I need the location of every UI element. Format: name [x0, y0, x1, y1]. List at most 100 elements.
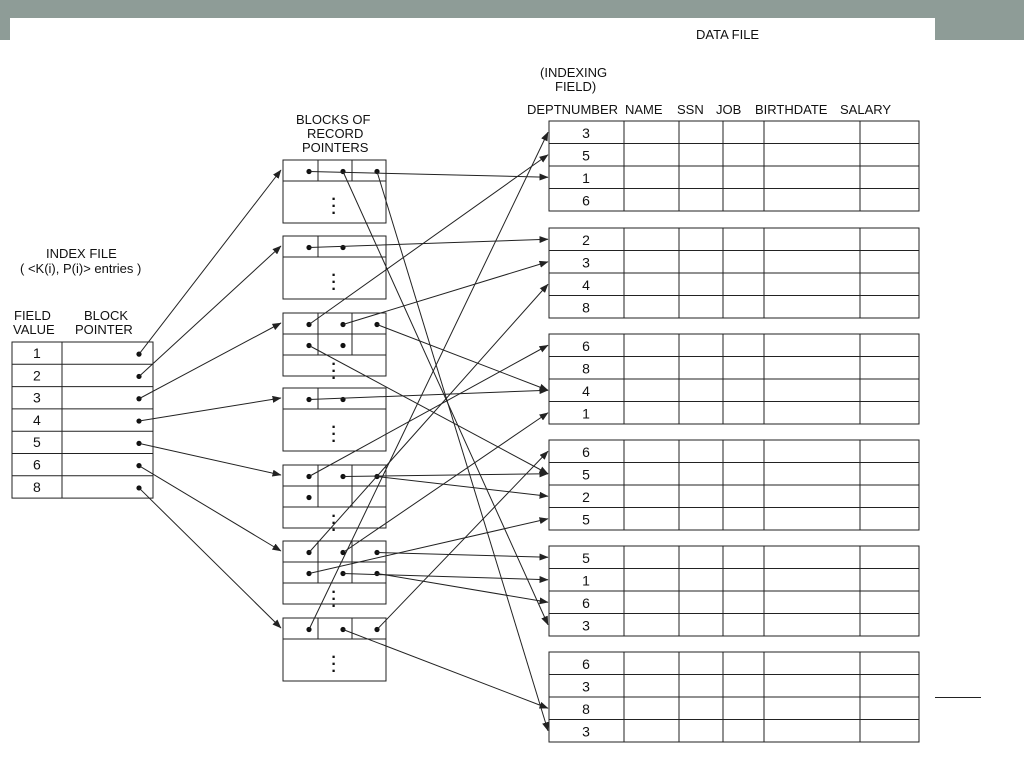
- index-to-block-arrow: [138, 465, 282, 552]
- field-value-header-2: VALUE: [13, 322, 55, 337]
- column-header-salary: SALARY: [840, 102, 891, 117]
- pointer-block: [282, 464, 387, 529]
- index-to-block-arrow: [138, 395, 282, 422]
- dept-number-cell: 8: [582, 361, 590, 377]
- ellipsis-dot: ·: [331, 433, 336, 450]
- pointer-block: [282, 540, 387, 605]
- ellipsis-dot: ·: [331, 191, 336, 208]
- page-sheet: [10, 18, 935, 44]
- ellipsis-dot: ·: [331, 584, 336, 601]
- dept-number-cell: 1: [582, 573, 590, 589]
- index-file-table: [11, 341, 154, 499]
- index-to-block-arrow: [138, 245, 282, 377]
- index-field-value: 5: [33, 434, 41, 450]
- dept-number-cell: 6: [582, 444, 590, 460]
- data-file-title: DATA FILE: [696, 27, 759, 42]
- pointer-block: [282, 159, 387, 224]
- pointer-block: [282, 617, 387, 682]
- record-pointer-arrow: [308, 345, 549, 475]
- record-pointer-arrow: [342, 260, 549, 325]
- dept-number-cell: 3: [582, 125, 590, 141]
- blocks-label: BLOCKS OF: [296, 112, 370, 127]
- index-file-title: INDEX FILE: [46, 246, 117, 261]
- record-pointer-dot: [340, 244, 346, 251]
- record-pointer-arrow: [308, 517, 549, 574]
- dept-number-cell: 5: [582, 512, 590, 528]
- ellipsis-dot: ·: [331, 198, 336, 215]
- dept-number-cell: 1: [582, 406, 590, 422]
- dept-number-cell: 4: [582, 277, 590, 293]
- index-to-block-arrow: [138, 442, 282, 477]
- dept-number-cell: 6: [582, 338, 590, 354]
- ellipsis-dot: ·: [331, 598, 336, 615]
- dept-number-cell: 2: [582, 232, 590, 248]
- ellipsis-dot: ·: [331, 281, 336, 298]
- dept-number-cell: 3: [582, 724, 590, 740]
- record-pointer-arrow: [308, 154, 549, 325]
- ellipsis-dot: ·: [331, 274, 336, 291]
- record-pointer-arrow: [376, 171, 549, 732]
- record-pointer-arrow: [342, 470, 549, 478]
- dept-number-cell: 8: [582, 701, 590, 717]
- dept-number-cell: 5: [582, 148, 590, 164]
- dept-number-cell: 5: [582, 467, 590, 483]
- index-field-value: 3: [33, 390, 41, 406]
- blocks-label-2: RECORD: [307, 126, 363, 141]
- blocks-label-3: POINTERS: [302, 140, 369, 155]
- index-file-subtitle: ( <K(i), P(i)> entries ): [20, 261, 141, 276]
- dept-number-cell: 6: [582, 656, 590, 672]
- column-header-deptnumber: DEPTNUMBER: [527, 102, 618, 117]
- record-pointer-arrow: [308, 171, 549, 181]
- ellipsis-dot: ·: [331, 663, 336, 680]
- record-pointer-arrow: [342, 629, 549, 709]
- dept-number-cell: 3: [582, 255, 590, 271]
- field-value-header: FIELD: [14, 308, 51, 323]
- indexing-field-label-2: FIELD): [555, 79, 596, 94]
- record-pointer-arrow: [308, 131, 549, 630]
- record-pointer-dot: [340, 342, 346, 349]
- dept-number-cell: 4: [582, 383, 590, 399]
- block-pointer-header-2: POINTER: [75, 322, 133, 337]
- index-field-value: 8: [33, 479, 41, 495]
- ellipsis-dot: ·: [331, 370, 336, 387]
- ellipsis-dot: ·: [331, 426, 336, 443]
- record-pointer-arrow: [308, 236, 549, 248]
- record-pointer-arrow: [376, 324, 549, 391]
- pointer-block: [282, 312, 387, 377]
- record-pointer-arrow: [342, 573, 549, 583]
- dept-number-cell: 2: [582, 489, 590, 505]
- record-pointer-arrow: [376, 476, 549, 499]
- pointer-block: [282, 387, 387, 452]
- ellipsis-dot: ·: [331, 363, 336, 380]
- ellipsis-dot: ·: [331, 522, 336, 539]
- record-pointer-arrow: [308, 283, 549, 553]
- ellipsis-dot: ·: [331, 356, 336, 373]
- index-field-value: 2: [33, 367, 41, 383]
- record-pointer-arrow: [342, 412, 549, 553]
- ellipsis-dot: ·: [331, 591, 336, 608]
- index-field-value: 1: [33, 345, 41, 361]
- column-header-ssn: SSN: [677, 102, 704, 117]
- column-header-job: JOB: [716, 102, 741, 117]
- dept-number-cell: 5: [582, 550, 590, 566]
- ellipsis-dot: ·: [331, 267, 336, 284]
- dept-number-cell: 3: [582, 679, 590, 695]
- record-pointer-dot: [306, 494, 312, 501]
- index-to-block-arrow: [138, 487, 282, 629]
- ellipsis-dot: ·: [331, 419, 336, 436]
- record-pointer-arrow: [376, 450, 549, 630]
- index-to-block-arrow: [138, 322, 282, 400]
- ellipsis-dot: ·: [331, 205, 336, 222]
- record-pointer-arrow: [376, 573, 549, 605]
- record-pointer-arrow: [342, 171, 549, 626]
- record-pointer-arrow: [308, 387, 549, 400]
- dept-number-cell: 8: [582, 300, 590, 316]
- index-to-block-arrow: [138, 169, 282, 355]
- slide-rule: [935, 697, 981, 698]
- dept-number-cell: 1: [582, 170, 590, 186]
- record-pointer-arrow: [308, 344, 549, 477]
- indexing-field-label: (INDEXING: [540, 65, 607, 80]
- ellipsis-dot: ·: [331, 656, 336, 673]
- index-field-value: 6: [33, 457, 41, 473]
